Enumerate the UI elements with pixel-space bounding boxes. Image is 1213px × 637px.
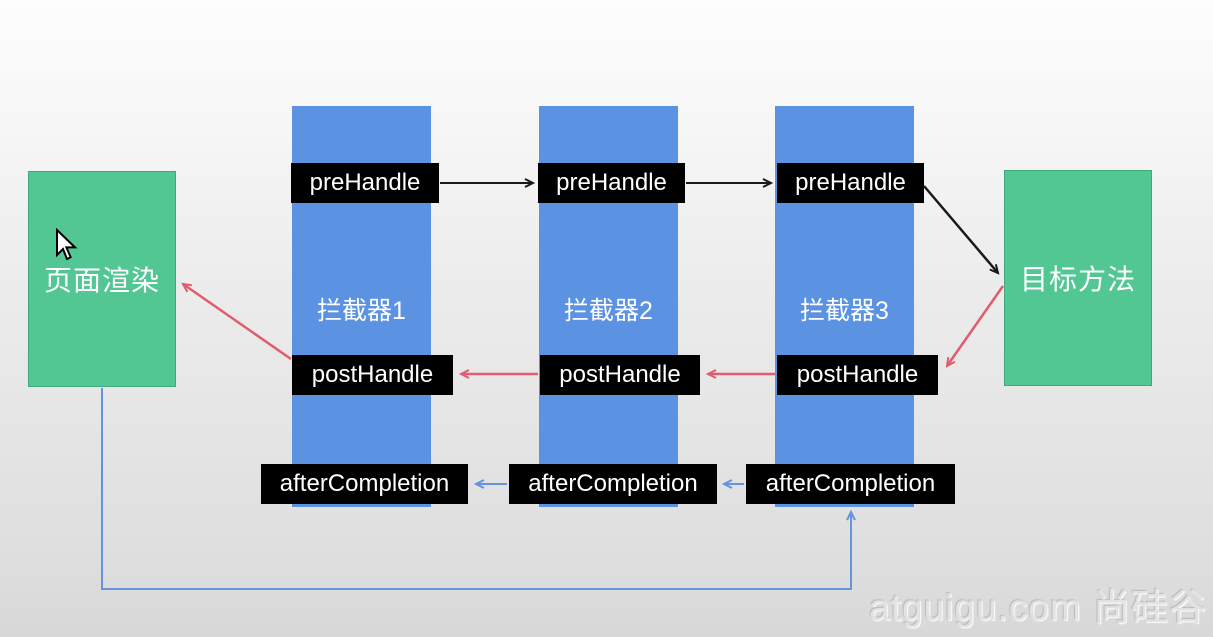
- interceptor3-posthandle-label: postHandle: [777, 355, 938, 395]
- interceptor3-label: 拦截器3: [800, 297, 889, 325]
- interceptor2-prehandle-label: preHandle: [538, 163, 685, 203]
- interceptor2-posthandle-label: postHandle: [540, 355, 700, 395]
- interceptor1-posthandle-label: postHandle: [292, 355, 453, 395]
- interceptor1-label: 拦截器1: [317, 297, 406, 325]
- interceptor3-prehandle-label: preHandle: [777, 163, 924, 203]
- watermark-text: atguigu.com 尚硅谷: [869, 587, 1207, 628]
- interceptor2-aftercompletion-label: afterCompletion: [509, 464, 717, 504]
- target-method-label: 目标方法: [1019, 264, 1136, 295]
- arrow-pagerender-to-after3: [101, 388, 856, 590]
- interceptor3-aftercompletion-label: afterCompletion: [746, 464, 955, 504]
- arrow-posthandle1-to-pagerender: [181, 282, 292, 361]
- interceptor1-prehandle-label: preHandle: [291, 163, 439, 203]
- interceptor1-aftercompletion-label: afterCompletion: [261, 464, 468, 504]
- arrow-target-to-posthandle3: [945, 285, 1005, 368]
- target-method-node: 目标方法: [1004, 170, 1152, 386]
- interceptor2-label: 拦截器2: [564, 297, 653, 325]
- arrow-prehandle3-to-target: [923, 185, 1000, 275]
- page-render-label: 页面渲染: [43, 265, 160, 296]
- mouse-cursor-icon: [56, 228, 78, 261]
- page-render-node: 页面渲染: [28, 171, 176, 387]
